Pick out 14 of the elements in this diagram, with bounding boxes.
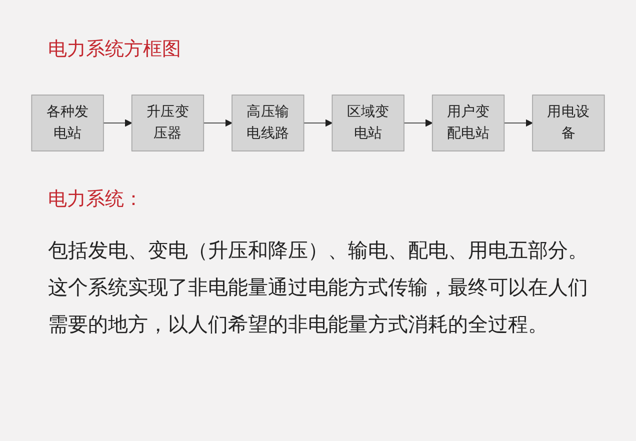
section-heading: 电力系统：	[48, 187, 143, 212]
arrow	[103, 119, 132, 127]
process-box: 用电设备	[532, 94, 605, 152]
process-box: 区域变电站	[332, 94, 404, 152]
process-box: 高压输电线路	[232, 94, 304, 152]
arrow	[404, 119, 433, 127]
process-box: 升压变压器	[131, 94, 204, 152]
arrow	[504, 119, 533, 127]
process-box: 各种发电站	[31, 94, 104, 152]
process-box: 用户变配电站	[432, 94, 505, 152]
arrow	[303, 119, 333, 127]
paragraph: 包括发电、变电（升压和降压）、输电、配电、用电五部分。这个系统实现了非电能量通过电能方式传输，最终可以在人们需要的地方，以人们希望的非电能量方式消耗的全过程。	[48, 237, 589, 338]
arrow	[203, 119, 232, 127]
title: 电力系统方框图	[48, 37, 181, 62]
